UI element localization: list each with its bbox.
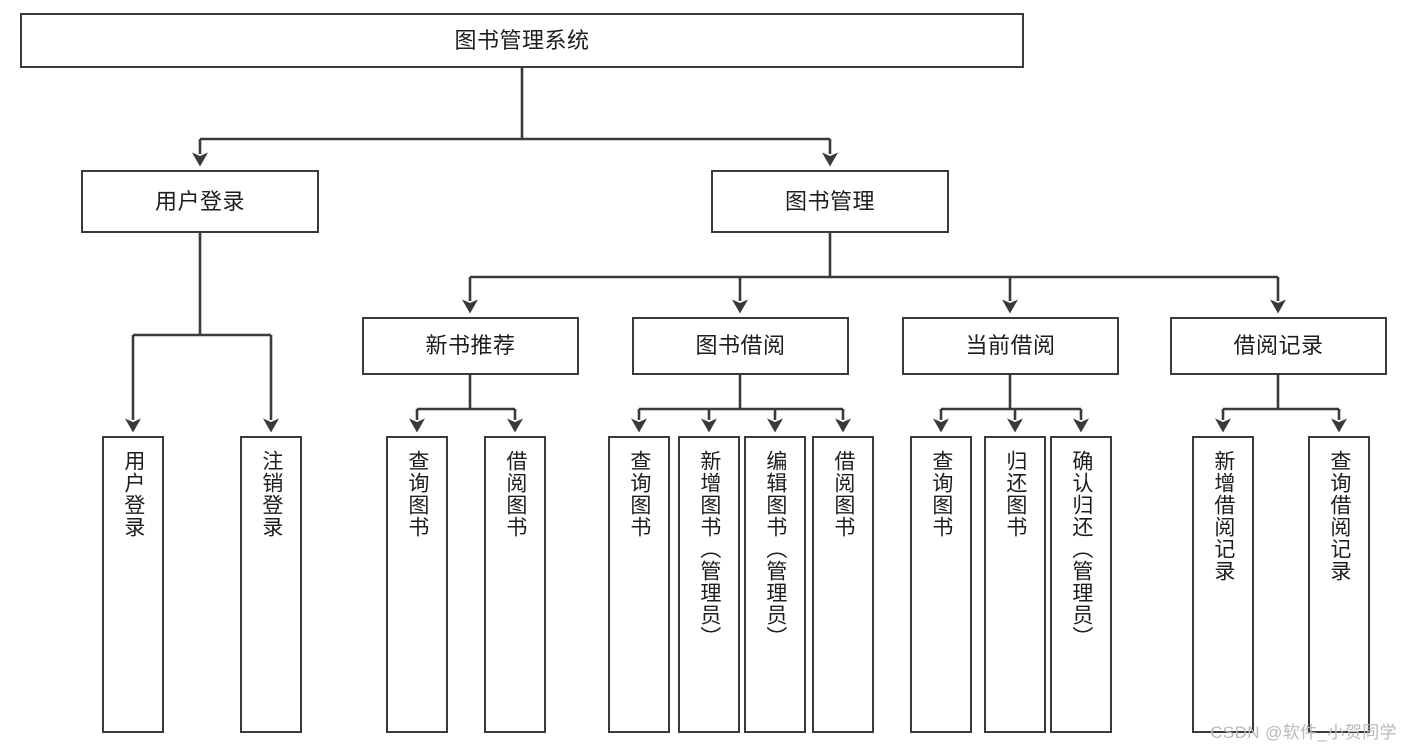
node-leaf-query-book-borrow[interactable]: 查询图书 [608, 436, 670, 733]
node-new-book-recommend[interactable]: 新书推荐 [362, 317, 579, 375]
node-leaf-user-login-label: 用户登录 [121, 450, 145, 538]
node-root[interactable]: 图书管理系统 [20, 13, 1024, 68]
node-book-borrow-label: 图书借阅 [695, 333, 786, 359]
node-leaf-user-login[interactable]: 用户登录 [102, 436, 164, 733]
node-new-book-recommend-label: 新书推荐 [425, 333, 516, 359]
watermark: CSDN @软件_小贺同学 [1210, 723, 1397, 742]
node-leaf-query-book-borrow-label: 查询图书 [627, 450, 651, 538]
node-user-login[interactable]: 用户登录 [81, 170, 319, 233]
node-leaf-add-borrow-record[interactable]: 新增借阅记录 [1192, 436, 1254, 733]
node-book-management[interactable]: 图书管理 [711, 170, 949, 233]
node-leaf-edit-book[interactable]: 编辑图书（管理员） [744, 436, 806, 733]
node-leaf-add-book[interactable]: 新增图书（管理员） [678, 436, 740, 733]
node-leaf-query-borrow-record-label: 查询借阅记录 [1327, 450, 1351, 582]
node-book-borrow[interactable]: 图书借阅 [632, 317, 849, 375]
node-leaf-query-book-recommend[interactable]: 查询图书 [386, 436, 448, 733]
node-leaf-logout-label: 注销登录 [259, 450, 283, 538]
node-leaf-add-borrow-record-label: 新增借阅记录 [1211, 450, 1235, 582]
node-leaf-logout[interactable]: 注销登录 [240, 436, 302, 733]
node-borrow-record[interactable]: 借阅记录 [1170, 317, 1387, 375]
node-leaf-borrow-book-recommend-label: 借阅图书 [503, 450, 527, 538]
node-leaf-borrow-book-label: 借阅图书 [831, 450, 855, 538]
node-borrow-record-label: 借阅记录 [1233, 333, 1324, 359]
node-leaf-add-book-label: 新增图书（管理员） [697, 450, 721, 648]
node-leaf-query-book-current[interactable]: 查询图书 [910, 436, 972, 733]
node-leaf-query-book-recommend-label: 查询图书 [405, 450, 429, 538]
node-user-login-label: 用户登录 [154, 188, 245, 214]
node-book-management-label: 图书管理 [784, 188, 875, 214]
node-root-label: 图书管理系统 [454, 27, 590, 53]
node-leaf-confirm-return-label: 确认归还（管理员） [1069, 450, 1093, 648]
node-leaf-borrow-book-recommend[interactable]: 借阅图书 [484, 436, 546, 733]
node-leaf-query-borrow-record[interactable]: 查询借阅记录 [1308, 436, 1370, 733]
node-current-borrow[interactable]: 当前借阅 [902, 317, 1119, 375]
node-leaf-confirm-return[interactable]: 确认归还（管理员） [1050, 436, 1112, 733]
node-leaf-query-book-current-label: 查询图书 [929, 450, 953, 538]
node-leaf-edit-book-label: 编辑图书（管理员） [763, 450, 787, 648]
node-leaf-return-book-label: 归还图书 [1003, 450, 1027, 538]
node-current-borrow-label: 当前借阅 [965, 333, 1056, 359]
node-leaf-return-book[interactable]: 归还图书 [984, 436, 1046, 733]
node-leaf-borrow-book[interactable]: 借阅图书 [812, 436, 874, 733]
